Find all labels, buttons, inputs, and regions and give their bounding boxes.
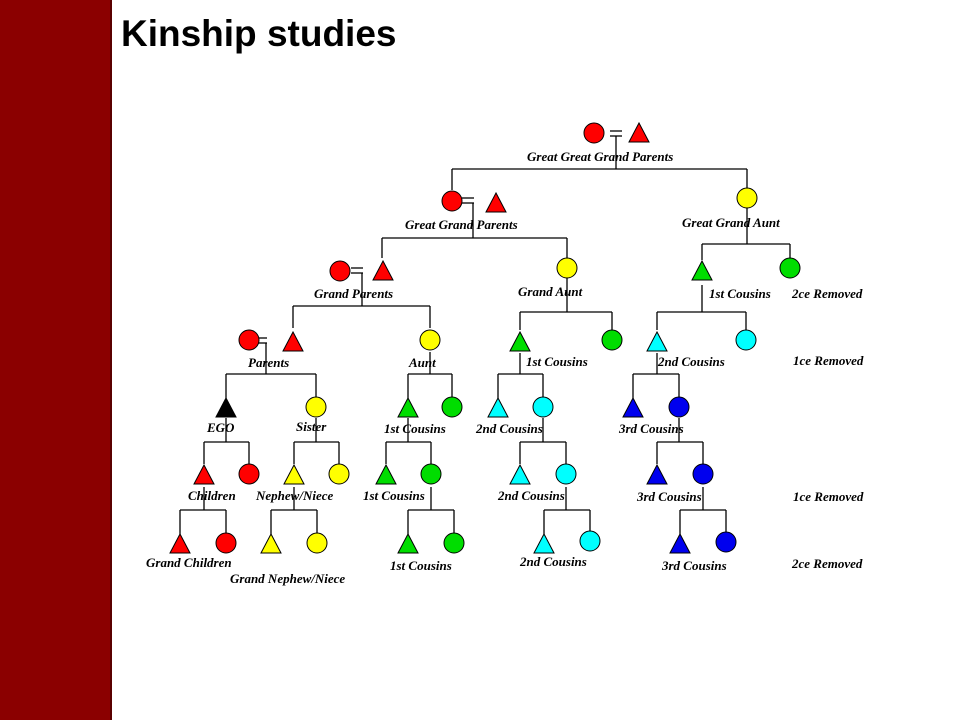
male-third-cousin-l4-icon — [622, 396, 644, 418]
kin-labels: Great Great Grand Parents Great Grand Pa… — [146, 149, 864, 586]
kin-symbols — [169, 121, 801, 554]
label-parents: Parents — [248, 355, 289, 370]
label-children: Children — [188, 488, 236, 503]
female-first-cousin-icon — [601, 329, 623, 351]
female-grandparent-icon — [329, 260, 351, 282]
slide-title: Kinship studies — [121, 13, 397, 54]
male-second-cousin-l4-icon — [487, 396, 509, 418]
son-icon — [193, 463, 215, 485]
male-second-cousin-1ce-icon — [646, 330, 668, 352]
female-great-grandparent-icon — [441, 190, 463, 212]
male-second-cousin-l5-icon — [509, 463, 531, 485]
female-second-cousin-l4-icon — [532, 396, 554, 418]
label-2ce-removed-bottom: 2ce Removed — [791, 556, 863, 571]
label-first-cousins-l3: 1st Cousins — [526, 354, 588, 369]
female-third-cousin-l5-icon — [692, 463, 714, 485]
label-second-cousins-l3: 2nd Cousins — [657, 354, 725, 369]
label-third-cousins-l6: 3rd Cousins — [661, 558, 727, 573]
sidebar-band — [0, 0, 112, 720]
label-second-cousins-l6: 2nd Cousins — [519, 554, 587, 569]
male-great-grandparent-icon — [485, 191, 507, 213]
male-grandparent-icon — [372, 259, 394, 281]
female-second-cousin-l6-icon — [579, 530, 601, 552]
female-first-cousin-l5-icon — [420, 463, 442, 485]
aunt-icon — [419, 329, 441, 351]
ego-icon — [215, 396, 237, 418]
male-great-great-grandparent-icon — [628, 121, 650, 143]
grand-niece-icon — [306, 532, 328, 554]
female-great-great-grandparent-icon — [583, 122, 605, 144]
label-great-grand-aunt: Great Grand Aunt — [682, 215, 780, 230]
male-first-cousin-icon — [509, 330, 531, 352]
label-second-cousins-l5: 2nd Cousins — [497, 488, 565, 503]
label-nephew-niece: Nephew/Niece — [255, 488, 333, 503]
female-second-cousin-1ce-icon — [735, 329, 757, 351]
connector-lines — [179, 130, 791, 534]
label-aunt: Aunt — [408, 355, 436, 370]
label-great-grand-parents: Great Grand Parents — [405, 217, 518, 232]
female-third-cousin-l6-icon — [715, 531, 737, 553]
label-grand-children: Grand Children — [146, 555, 232, 570]
sister-icon — [305, 396, 327, 418]
grand-aunt-icon — [556, 257, 578, 279]
label-third-cousins-l5: 3rd Cousins — [636, 489, 702, 504]
female-first-cousin-2ce-icon — [779, 257, 801, 279]
nephew-icon — [283, 463, 305, 485]
male-third-cousin-l6-icon — [669, 532, 691, 554]
granddaughter-icon — [215, 532, 237, 554]
mother-icon — [238, 329, 260, 351]
label-1ce-removed-bottom: 1ce Removed — [793, 489, 864, 504]
label-great-great-grand-parents: Great Great Grand Parents — [527, 149, 673, 164]
label-first-cousins-2ce: 1st Cousins — [709, 286, 771, 301]
male-third-cousin-l5-icon — [646, 463, 668, 485]
female-first-cousin-l6-icon — [443, 532, 465, 554]
male-first-cousin-l5-icon — [375, 463, 397, 485]
label-1ce-removed-top: 1ce Removed — [793, 353, 864, 368]
label-sister: Sister — [296, 419, 327, 434]
male-first-cousin-l6-icon — [397, 532, 419, 554]
label-first-cousins-l4: 1st Cousins — [384, 421, 446, 436]
label-second-cousins-l4: 2nd Cousins — [475, 421, 543, 436]
label-grand-nephew-niece: Grand Nephew/Niece — [230, 571, 345, 586]
label-first-cousins-l6: 1st Cousins — [390, 558, 452, 573]
niece-icon — [328, 463, 350, 485]
female-first-cousin-l4-icon — [441, 396, 463, 418]
grandson-icon — [169, 532, 191, 554]
male-first-cousin-2ce-icon — [691, 259, 713, 281]
grand-nephew-icon — [260, 532, 282, 554]
label-third-cousins-l4: 3rd Cousins — [618, 421, 684, 436]
male-first-cousin-l4-icon — [397, 396, 419, 418]
female-second-cousin-l5-icon — [555, 463, 577, 485]
label-ego: EGO — [206, 420, 235, 435]
label-grand-parents: Grand Parents — [314, 286, 393, 301]
label-grand-aunt: Grand Aunt — [518, 284, 583, 299]
label-2ce-removed-top: 2ce Removed — [791, 286, 863, 301]
male-second-cousin-l6-icon — [533, 532, 555, 554]
female-third-cousin-l4-icon — [668, 396, 690, 418]
label-first-cousins-l5: 1st Cousins — [363, 488, 425, 503]
great-grand-aunt-icon — [736, 187, 758, 209]
daughter-icon — [238, 463, 260, 485]
father-icon — [282, 330, 304, 352]
